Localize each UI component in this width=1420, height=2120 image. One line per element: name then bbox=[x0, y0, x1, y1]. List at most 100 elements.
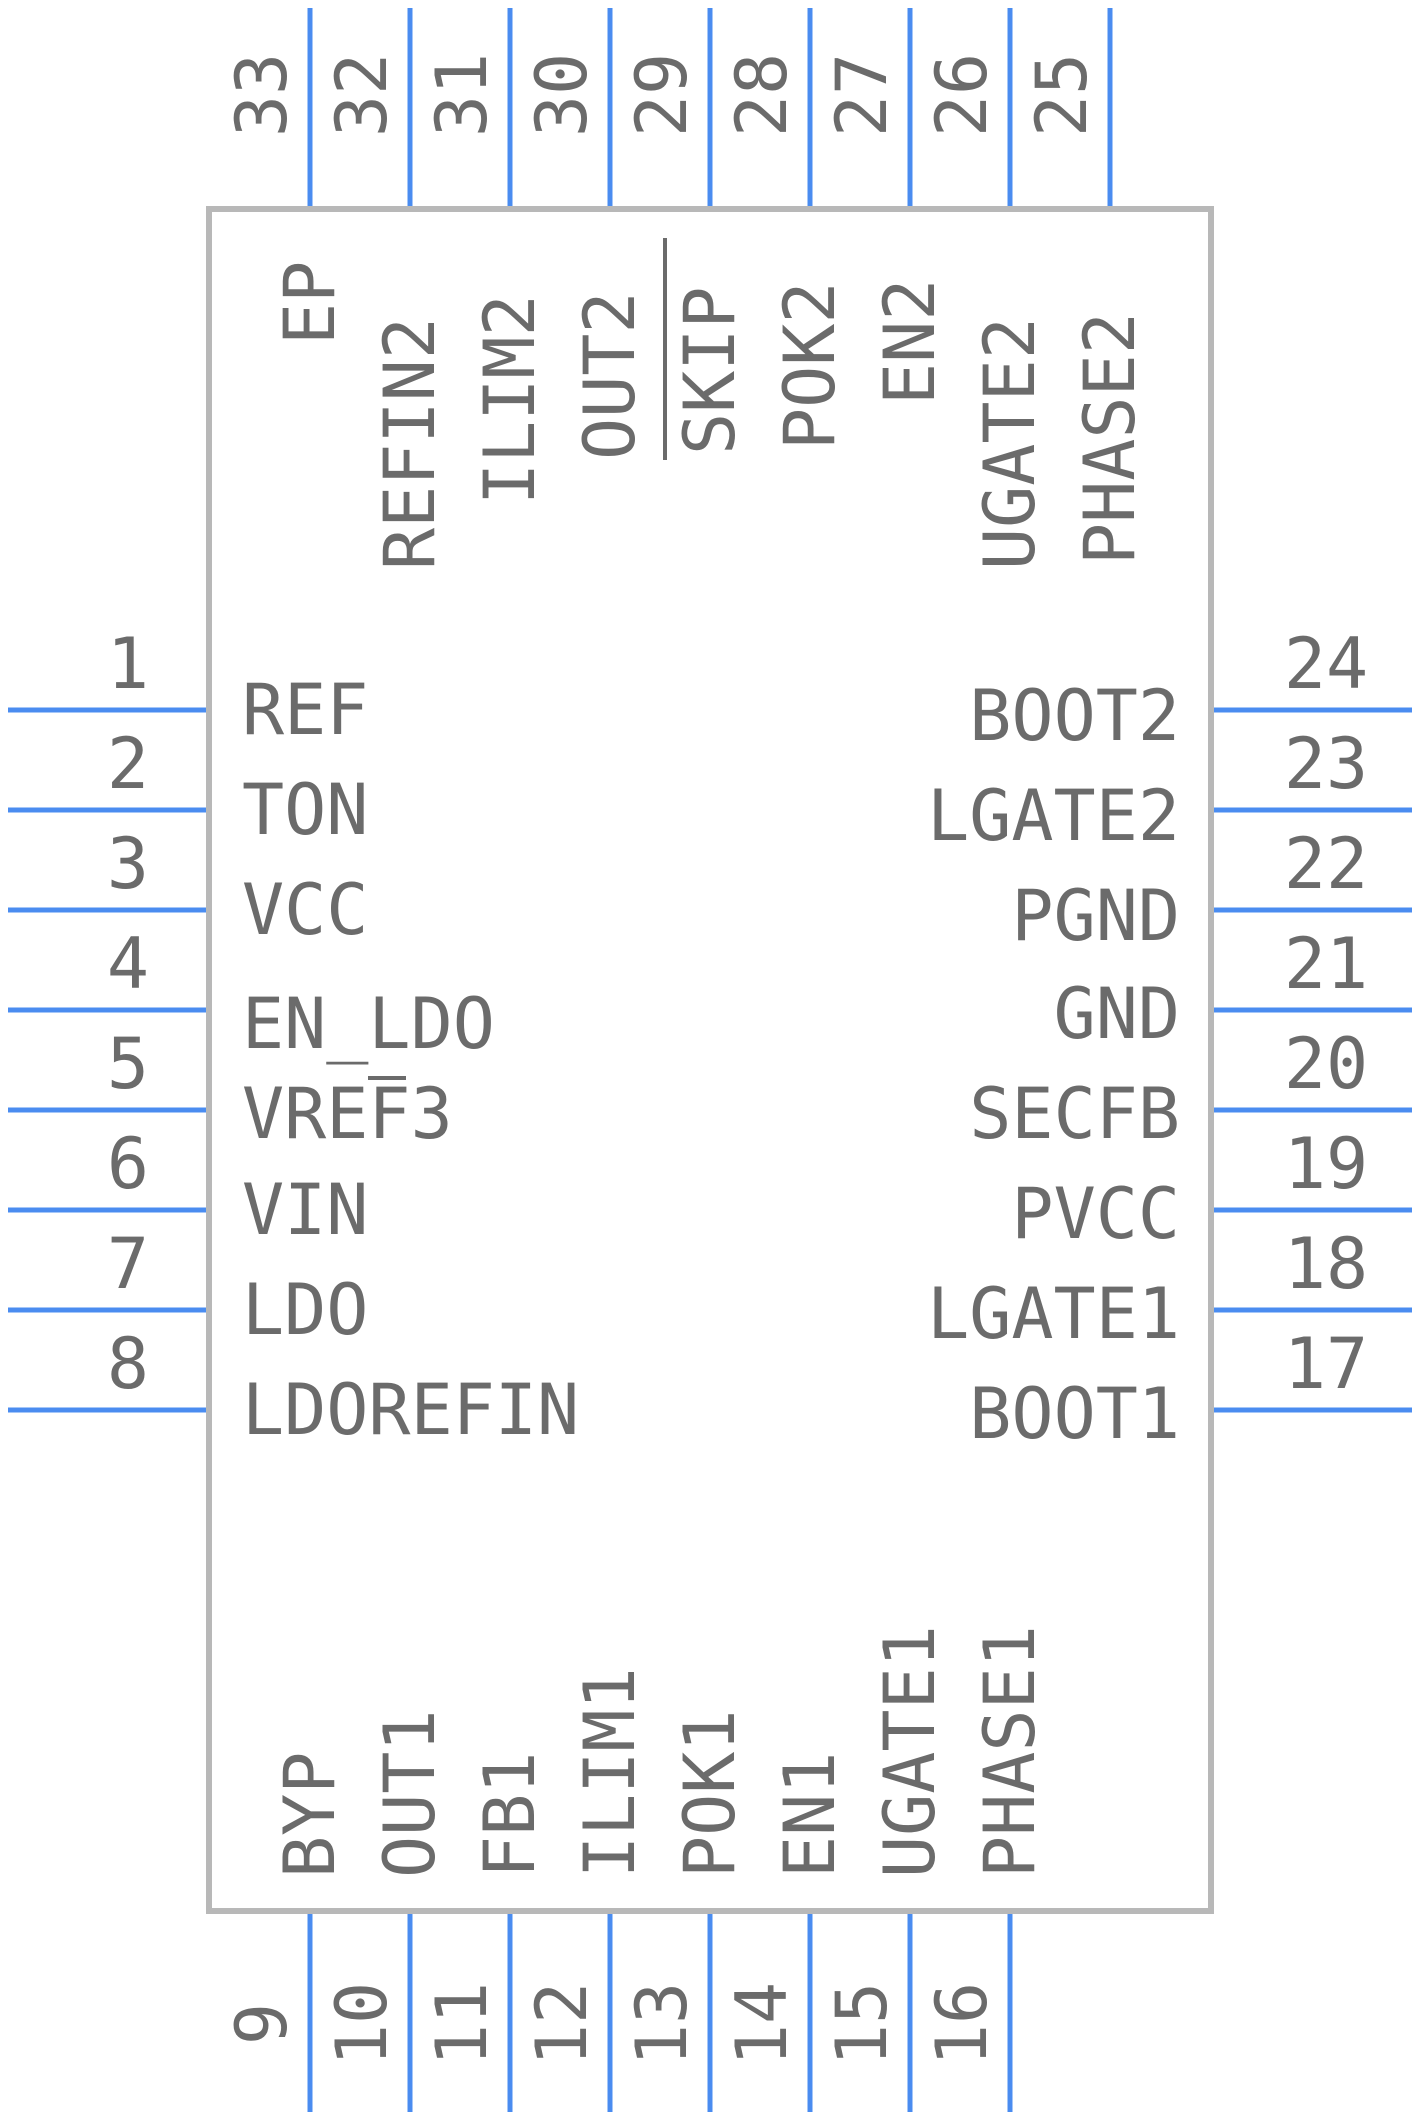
pin-4-number: 4 bbox=[107, 923, 149, 1005]
pin-32: 32 REFIN2 bbox=[321, 8, 451, 570]
pin-23-number: 23 bbox=[1284, 723, 1368, 805]
pin-21: 21 GND bbox=[1054, 923, 1412, 1055]
pin-21-label: GND bbox=[1054, 973, 1180, 1055]
pin-17-label: BOOT1 bbox=[969, 1373, 1180, 1455]
pin-31-number: 31 bbox=[421, 53, 503, 137]
pin-11-label: FB1 bbox=[469, 1752, 551, 1878]
pin-25: 25 PHASE2 bbox=[1021, 8, 1151, 565]
pin-32-label: REFIN2 bbox=[369, 317, 451, 570]
pin-22-label: PGND bbox=[1011, 875, 1180, 957]
pin-14-number: 14 bbox=[721, 1982, 803, 2066]
pin-10-label: OUT1 bbox=[369, 1709, 451, 1878]
pin-26: 26 UGATE2 bbox=[921, 8, 1051, 570]
pin-33-number: 33 bbox=[221, 53, 303, 137]
pin-2-label: TON bbox=[242, 769, 368, 851]
pin-25-number: 25 bbox=[1021, 53, 1103, 137]
pin-3: 3 VCC bbox=[8, 823, 368, 951]
pin-19: 19 PVCC bbox=[1011, 1123, 1412, 1255]
pin-23-label: LGATE2 bbox=[927, 775, 1180, 857]
pin-14-label: EN1 bbox=[769, 1752, 851, 1878]
pin-11-number: 11 bbox=[421, 1982, 503, 2066]
pin-22-number: 22 bbox=[1284, 823, 1368, 905]
pin-7-label: LDO bbox=[242, 1269, 368, 1351]
right-pins: 24 BOOT2 23 LGATE2 22 PGND 21 GND 20 SEC… bbox=[927, 623, 1412, 1455]
pin-20-number: 20 bbox=[1284, 1023, 1368, 1105]
pin-31: 31 ILIM2 bbox=[421, 8, 551, 505]
pin-18-number: 18 bbox=[1284, 1223, 1368, 1305]
pin-3-label: VCC bbox=[242, 869, 368, 951]
pin-24-number: 24 bbox=[1284, 623, 1368, 705]
pin-28: 28 POK2 bbox=[721, 8, 851, 450]
pin-8-number: 8 bbox=[107, 1323, 149, 1405]
pin-28-label: POK2 bbox=[769, 281, 851, 450]
pin-4: 4 EN_LDO bbox=[8, 923, 495, 1065]
pin-17-number: 17 bbox=[1284, 1323, 1368, 1405]
pin-7-number: 7 bbox=[107, 1223, 149, 1305]
pin-30: 30 OUT2 bbox=[521, 8, 651, 460]
pin-5-label: VREF3 bbox=[242, 1073, 453, 1155]
pin-6-label: VIN bbox=[242, 1169, 368, 1251]
pin-29-number: 29 bbox=[621, 53, 703, 137]
pin-33: 33 EP bbox=[221, 8, 351, 345]
pin-16-label: PHASE1 bbox=[969, 1625, 1051, 1878]
pin-30-number: 30 bbox=[521, 53, 603, 137]
pin-13: 13 POK1 bbox=[621, 1709, 751, 2112]
pin-22: 22 PGND bbox=[1011, 823, 1412, 957]
pin-23: 23 LGATE2 bbox=[927, 723, 1412, 857]
pin-16-number: 16 bbox=[921, 1982, 1003, 2066]
pin-24: 24 BOOT2 bbox=[969, 623, 1412, 757]
pin-10: 10 OUT1 bbox=[321, 1709, 451, 2112]
pin-27-label: EN2 bbox=[869, 279, 951, 405]
pin-33-label: EP bbox=[269, 261, 351, 345]
pin-4-label: EN_LDO bbox=[242, 983, 495, 1065]
pin-24-label: BOOT2 bbox=[969, 675, 1180, 757]
bottom-pins: 9 BYP 10 OUT1 11 FB1 12 ILIM1 13 POK1 14… bbox=[221, 1625, 1051, 2112]
pin-12: 12 ILIM1 bbox=[521, 1667, 651, 2112]
pin-29-label: SKIP bbox=[669, 286, 751, 455]
pin-15-label: UGATE1 bbox=[869, 1625, 951, 1878]
pin-9-label: BYP bbox=[269, 1752, 351, 1878]
top-pins: 33 EP 32 REFIN2 31 ILIM2 30 OUT2 29 SKIP… bbox=[221, 8, 1151, 570]
pin-20: 20 SECFB bbox=[969, 1023, 1412, 1155]
pin-10-number: 10 bbox=[321, 1982, 403, 2066]
pin-8: 8 LDOREFIN bbox=[8, 1323, 579, 1451]
pin-9: 9 BYP bbox=[221, 1752, 351, 2112]
pin-27: 27 EN2 bbox=[821, 8, 951, 405]
pin-18-label: LGATE1 bbox=[927, 1273, 1180, 1355]
pin-8-label: LDOREFIN bbox=[242, 1369, 579, 1451]
pin-11: 11 FB1 bbox=[421, 1752, 551, 2112]
pin-30-label: OUT2 bbox=[569, 291, 651, 460]
pin-16: 16 PHASE1 bbox=[921, 1625, 1051, 2112]
pin-20-label: SECFB bbox=[969, 1073, 1180, 1155]
pin-5: 5 VREF3 bbox=[8, 1023, 453, 1155]
pin-26-number: 26 bbox=[921, 53, 1003, 137]
pin-27-number: 27 bbox=[821, 53, 903, 137]
pin-29: 29 SKIP bbox=[621, 8, 751, 460]
pin-31-label: ILIM2 bbox=[469, 294, 551, 505]
pin-28-number: 28 bbox=[721, 53, 803, 137]
pin-15: 15 UGATE1 bbox=[821, 1625, 951, 2112]
pin-17: 17 BOOT1 bbox=[969, 1323, 1412, 1455]
pin-1: 1 REF bbox=[8, 623, 368, 751]
pin-18: 18 LGATE1 bbox=[927, 1223, 1412, 1355]
pin-19-number: 19 bbox=[1284, 1123, 1368, 1205]
pin-15-number: 15 bbox=[821, 1982, 903, 2066]
pin-32-number: 32 bbox=[321, 53, 403, 137]
pin-14: 14 EN1 bbox=[721, 1752, 851, 2112]
pin-6: 6 VIN bbox=[8, 1123, 368, 1251]
pin-25-label: PHASE2 bbox=[1069, 312, 1151, 565]
pin-3-number: 3 bbox=[107, 823, 149, 905]
pin-9-number: 9 bbox=[221, 2003, 303, 2045]
pin-2-number: 2 bbox=[107, 723, 149, 805]
pin-13-number: 13 bbox=[621, 1982, 703, 2066]
pin-1-number: 1 bbox=[107, 623, 149, 705]
pin-19-label: PVCC bbox=[1011, 1173, 1180, 1255]
pin-12-label: ILIM1 bbox=[569, 1667, 651, 1878]
pin-2: 2 TON bbox=[8, 723, 368, 851]
left-pins: 1 REF 2 TON 3 VCC 4 EN_LDO 5 VREF3 6 VIN bbox=[8, 623, 579, 1451]
pin-1-label: REF bbox=[242, 669, 368, 751]
ic-body bbox=[206, 206, 1214, 1914]
pin-26-label: UGATE2 bbox=[969, 317, 1051, 570]
pin-7: 7 LDO bbox=[8, 1223, 368, 1351]
